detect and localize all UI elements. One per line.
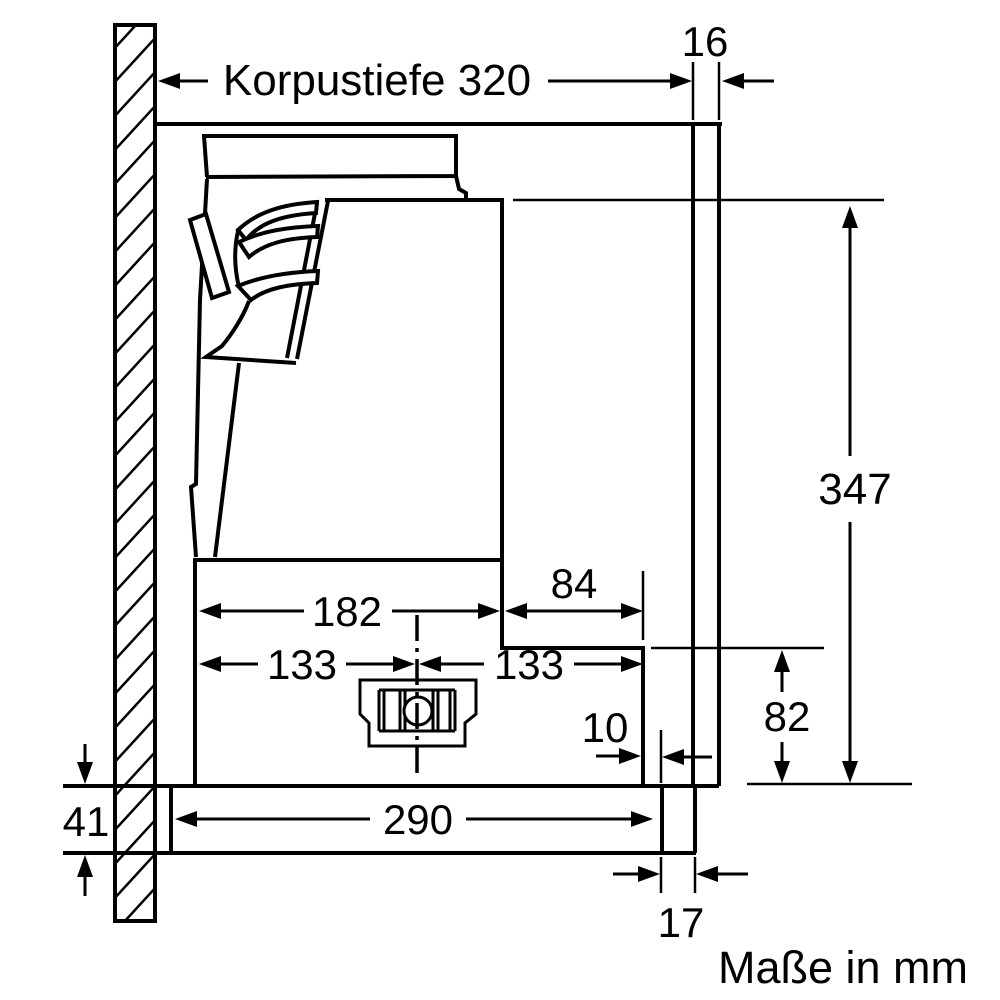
hatch-line [115,852,155,900]
hatch-line [115,818,155,866]
arrowhead [662,749,684,765]
duct-housing [201,134,458,179]
arrowhead [619,748,641,764]
arrowhead [158,73,180,89]
visor-front-left-edge [200,300,297,365]
arrowhead [77,855,93,877]
wall [113,23,157,923]
hatch-line [115,308,155,356]
hatch-line [115,70,155,118]
hatch-line [115,172,155,220]
dim-rear-clearance: 84 [505,560,645,640]
hatch-line [115,478,155,526]
dim-body-depth-label: 182 [312,588,382,635]
arrowhead [842,206,858,228]
dim-pullout-depth: 290 [175,796,653,843]
dim-duct-center-right-label: 133 [494,641,564,688]
dim-cabinet-depth: Korpustiefe 320 [158,56,692,105]
units-note: Maße in mm [718,942,968,993]
arrowhead [722,73,744,89]
dim-visor-height-label: 41 [63,798,110,845]
arrowhead [199,656,221,672]
hatch-line [115,138,155,186]
dim-front-panel-thickness-label: 17 [658,899,705,946]
mounting-bracket [187,211,232,301]
dim-visor-height: 41 [63,744,110,896]
wall-hatch [115,25,155,921]
hatch-line [115,716,155,764]
visor-back-slant [213,362,241,558]
arrowhead [696,866,718,882]
fin-middle [236,223,321,261]
pullout-drawer [63,786,697,855]
arrowhead [774,650,790,672]
arrowhead [842,761,858,783]
dim-front-panel-thickness: 17 [613,857,748,946]
arrowhead [631,811,653,827]
dim-body-depth: 182 [199,588,500,635]
arrowhead [77,762,93,784]
wall-outline [113,23,157,923]
hatch-line [115,240,155,288]
dim-total-height-label: 347 [818,465,891,514]
arrowhead [774,761,790,783]
duct-housing-connector [454,175,468,200]
fin-stack-left-edge [233,230,241,288]
dim-duct-center-left: 133 [199,641,415,688]
hatch-line [123,886,155,921]
hatch-line [115,682,155,730]
arrowhead [175,811,197,827]
hatch-line [115,342,155,390]
cabinet-outline [155,122,722,786]
dim-top-front-thickness: 16 [682,18,774,120]
dim-pullout-depth-label: 290 [383,796,453,843]
arrowhead [621,656,643,672]
duct-connector-corrugation [377,688,457,733]
hatch-line [115,750,155,798]
dim-lower-section-height: 82 [651,646,824,783]
hatch-line [115,546,155,594]
hatch-line [115,512,155,560]
hatch-line [115,104,155,152]
arrowhead [505,603,527,619]
hatch-line [115,614,155,662]
air-guide-fins [233,199,321,303]
hatch-line [115,206,155,254]
hatch-line [115,36,155,84]
dim-duct-center-left-label: 133 [267,641,337,688]
dim-duct-center-right: 133 [419,641,643,688]
fin-bottom [234,268,321,303]
dim-lower-section-height-label: 82 [764,693,811,740]
hatch-line [115,580,155,628]
hatch-line [115,648,155,696]
dim-cabinet-depth-label: Korpustiefe 320 [223,56,531,105]
arrowhead [419,656,441,672]
hatch-line [115,274,155,322]
arrowhead [638,866,660,882]
arrowhead [393,656,415,672]
telescopic-visor [187,178,330,558]
hatch-line [154,920,155,921]
hatch-line [115,444,155,492]
hatch-line [115,784,155,832]
duct-connector [358,615,478,776]
dim-front-gap-label: 10 [582,704,629,751]
arrowhead [621,603,643,619]
fin-top [235,199,320,244]
dim-top-front-thickness-label: 16 [682,18,729,65]
dim-rear-clearance-label: 84 [551,560,598,607]
dim-total-height: 347 [513,198,912,786]
dim-front-gap: 10 [582,704,712,783]
arrowhead [670,73,692,89]
hatch-line [115,410,155,458]
hatch-line [115,376,155,424]
arrowhead [199,603,221,619]
arrowhead [478,603,500,619]
